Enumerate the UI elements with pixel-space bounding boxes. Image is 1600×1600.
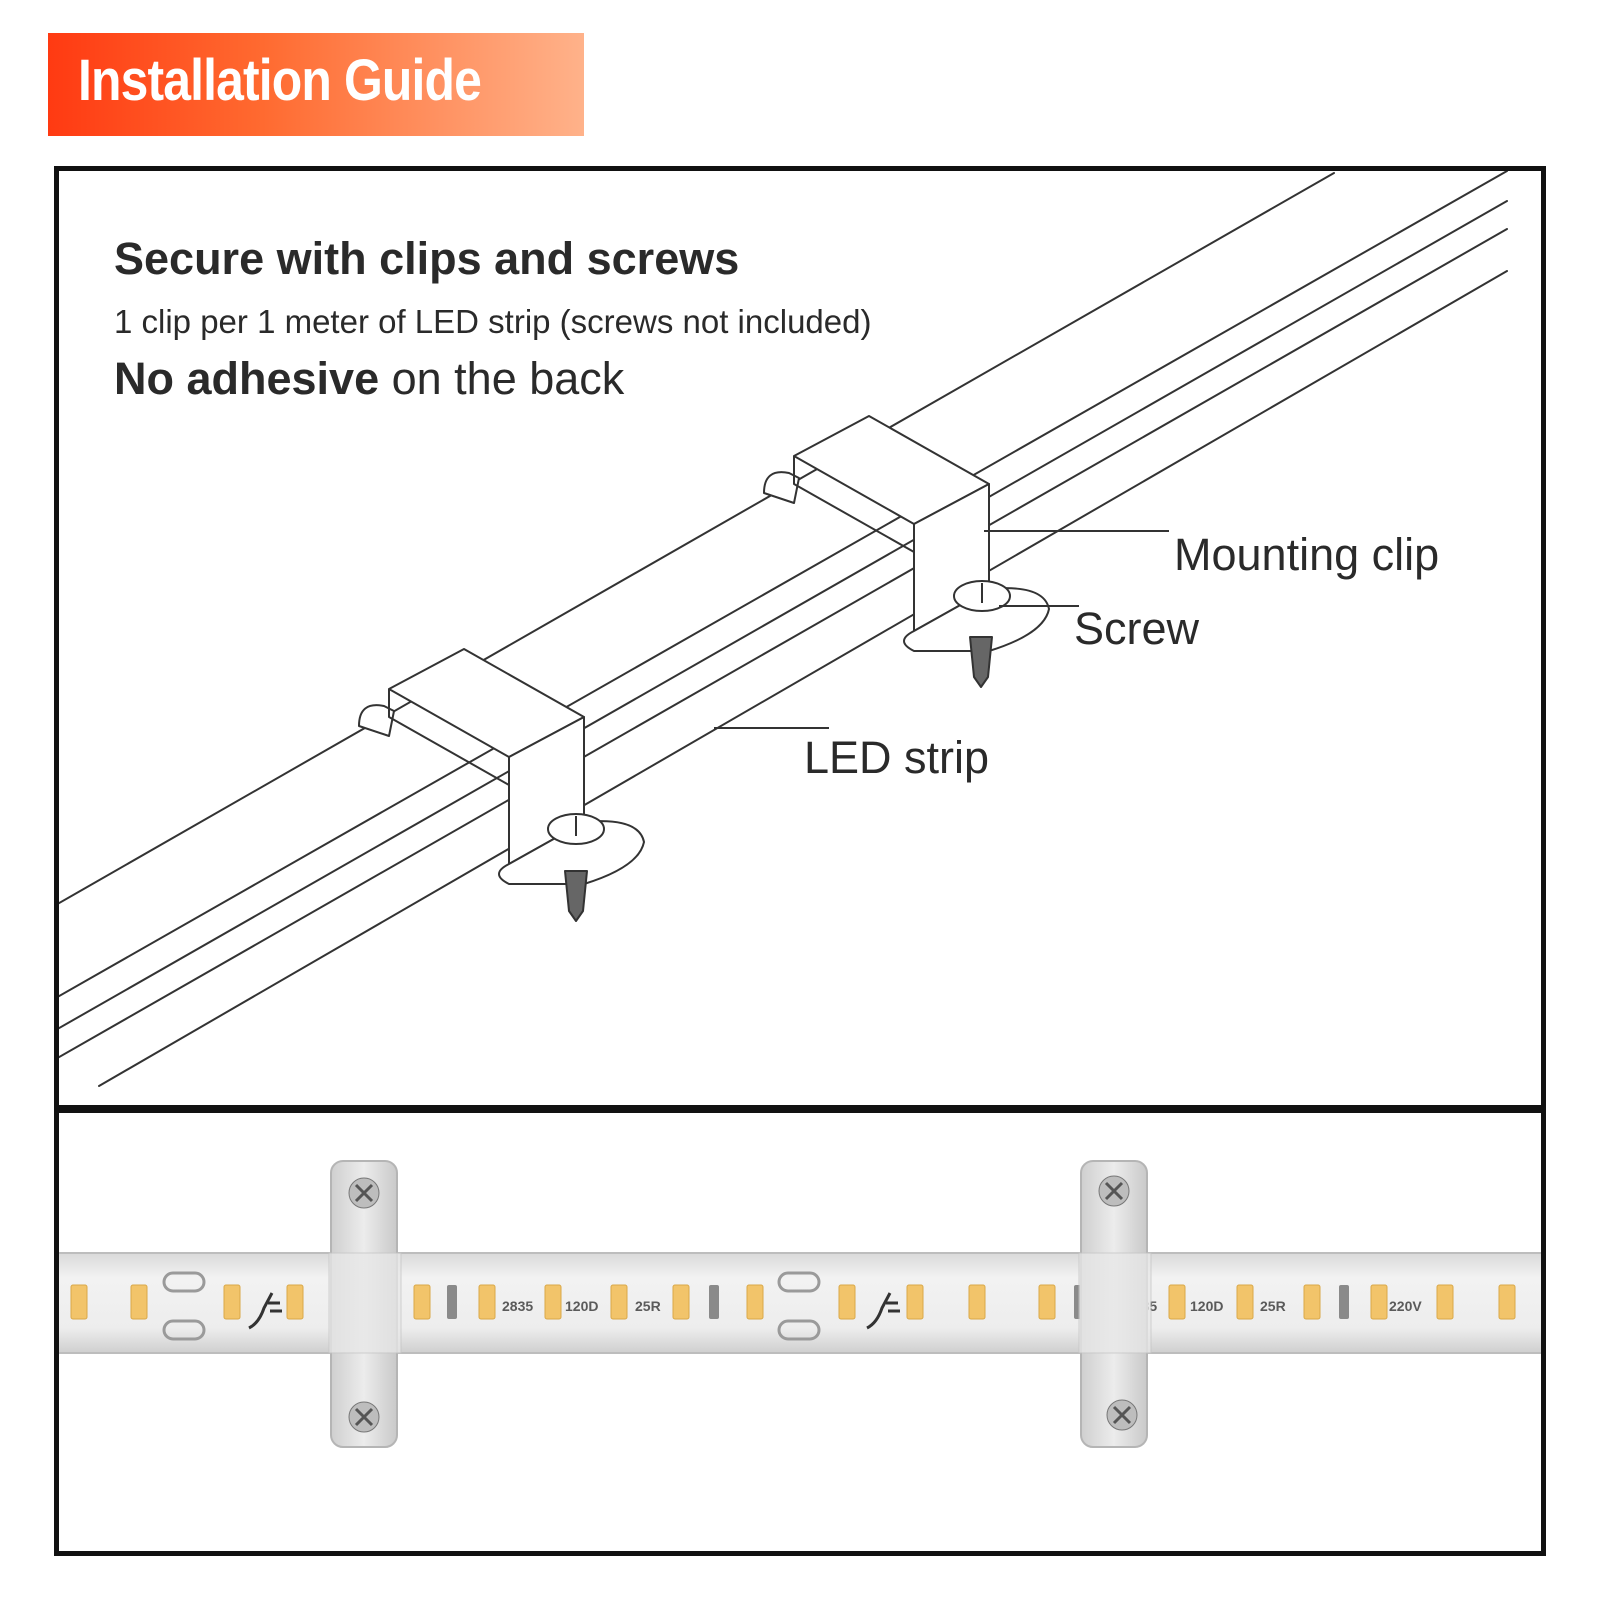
adhesive-note: No adhesive on the back [114,353,624,405]
led-strip-body [59,1253,1541,1353]
led-chip [906,1284,924,1320]
banner-title: Installation Guide [78,48,482,113]
led-chip [223,1284,241,1320]
cut-mark [162,1319,206,1341]
led-chip [544,1284,562,1320]
photo-clip-right [1078,1160,1152,1448]
led-chip [838,1284,856,1320]
led-chip [672,1284,690,1320]
instruction-subline: 1 clip per 1 meter of LED strip (screws … [114,303,872,340]
marking-220v: 220V [1389,1298,1422,1314]
led-chip [1303,1284,1321,1320]
led-chip [478,1284,496,1320]
installation-diagram-panel: Secure with clips and screws 1 clip per … [54,166,1546,1110]
strip-photo: 2835 120D 25R 2835 120D 25R 220V [59,1160,1541,1448]
plug-icon [866,1292,900,1330]
led-chip [610,1284,628,1320]
instruction-heading: Secure with clips and screws [114,233,740,284]
callout-led-strip: LED strip [804,732,990,783]
surface-line [98,270,1508,1087]
callout-mounting-clip: Mounting clip [1174,529,1440,580]
led-chip [968,1284,986,1320]
resistor [1339,1285,1349,1319]
led-chip [1370,1284,1388,1320]
adhesive-rest: on the back [379,353,625,404]
led-chip [1436,1284,1454,1320]
led-chip [1168,1284,1186,1320]
strip-photo-panel: 2835 120D 25R 2835 120D 25R 220V [54,1108,1546,1556]
photo-clip-left [328,1160,402,1448]
marking-120d-right: 120D [1190,1298,1223,1314]
resistor [447,1285,457,1319]
cut-mark [777,1319,821,1341]
cut-mark [777,1271,821,1293]
title-banner: Installation Guide [48,33,584,136]
plug-icon [248,1292,282,1330]
marking-2835: 2835 [502,1298,533,1314]
led-chip [286,1284,304,1320]
led-strip-edge [59,171,1508,998]
marking-25r-right: 25R [1260,1298,1286,1314]
led-chip [70,1284,88,1320]
led-chips [70,1284,1516,1320]
callout-screw: Screw [1074,603,1200,654]
adhesive-bold: No adhesive [114,353,380,404]
led-strip-edge [59,228,1508,1059]
marking-120d: 120D [565,1298,598,1314]
mounting-clip-right [763,415,1050,688]
led-chip [1236,1284,1254,1320]
led-chip [746,1284,764,1320]
surface-line [59,172,1335,905]
led-chip [1498,1284,1516,1320]
installation-diagram [59,171,1508,1087]
marking-25r: 25R [635,1298,661,1314]
led-chip [413,1284,431,1320]
mounting-clip-left [358,648,645,922]
led-chip [1038,1284,1056,1320]
led-chip [130,1284,148,1320]
cut-mark [162,1271,206,1293]
surface-line [59,200,1508,1030]
resistor [709,1285,719,1319]
